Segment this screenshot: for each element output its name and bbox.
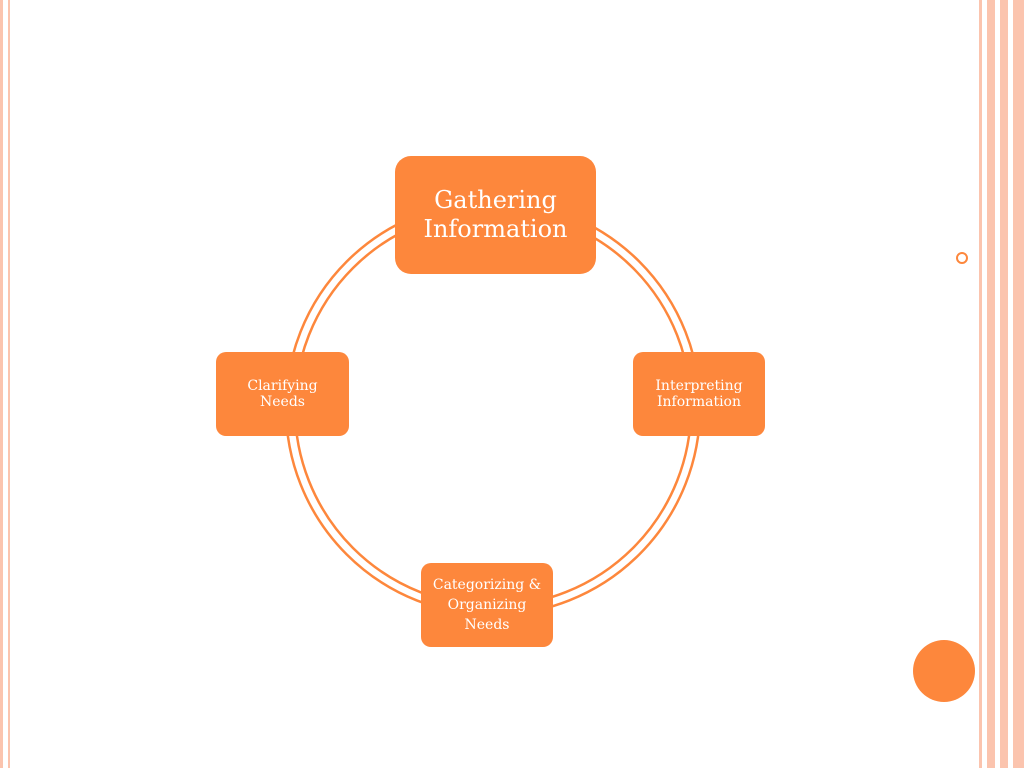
node-label-line: Information <box>656 394 742 410</box>
node-label-line: Categorizing & <box>432 577 542 593</box>
right-border-band <box>1013 0 1024 768</box>
node-clarifying-needs: Clarifying Needs <box>216 352 349 436</box>
node-categorizing-organizing-needs: Categorizing & Organizing Needs <box>421 563 553 647</box>
node-label-line: Information <box>423 215 568 243</box>
left-border-stripe <box>0 0 3 768</box>
right-border-line <box>979 0 982 768</box>
right-border-band <box>987 0 995 768</box>
large-circle-ornament <box>913 640 975 702</box>
node-label-line: Needs <box>260 394 305 410</box>
left-border-line <box>8 0 10 768</box>
node-label-line: Clarifying <box>247 378 318 394</box>
node-gathering-information: Gathering Information <box>395 156 596 274</box>
right-border-band <box>1000 0 1008 768</box>
node-label-line: Interpreting <box>655 378 743 394</box>
node-label-line: Gathering <box>434 186 557 214</box>
small-ring-ornament <box>956 252 968 264</box>
node-interpreting-information: Interpreting Information <box>633 352 765 436</box>
node-label-line: Needs <box>464 617 510 633</box>
node-label-line: Organizing <box>447 597 527 613</box>
